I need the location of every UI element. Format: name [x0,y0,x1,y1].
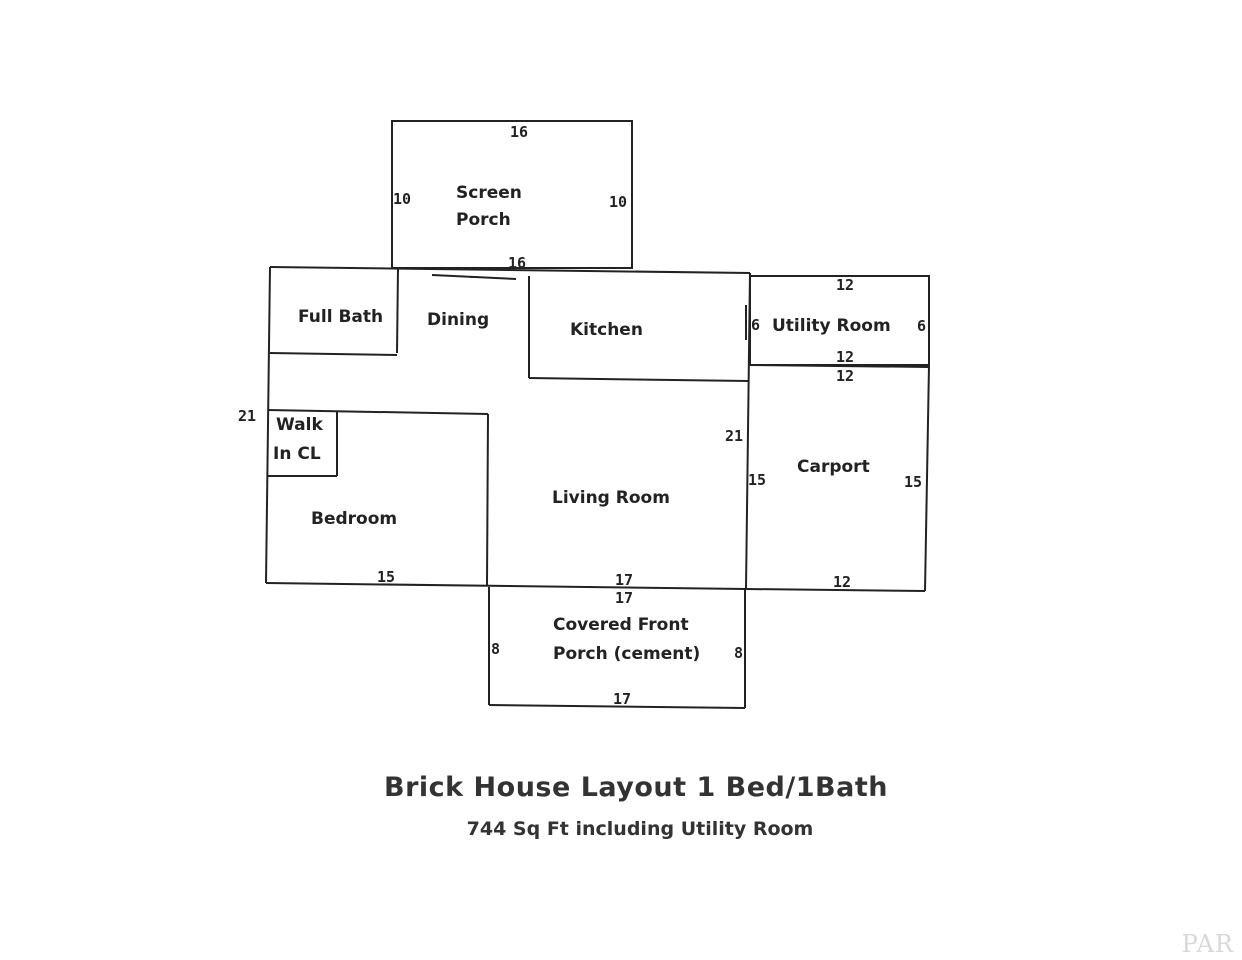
dim-house-left: 21 [238,407,256,425]
full-bath-bottom-wall [269,352,398,356]
dim-house-top: 16 [508,254,526,272]
screen-porch-label-line2: Porch [456,210,511,230]
screen-porch-outline [391,120,633,269]
house-bottom-wall [265,582,747,590]
carport-label: Carport [797,457,870,477]
dim-screen-porch-left: 10 [393,190,411,208]
dim-utility-top: 12 [836,276,854,294]
screen-porch-label-line1: Screen [456,183,522,203]
house-top-wall [269,266,751,274]
bedroom-right-wall [486,413,489,586]
utility-room-label: Utility Room [772,316,891,336]
dim-carport-top: 12 [836,367,854,385]
dim-utility-bottom: 12 [836,348,854,366]
full-bath-right-wall [396,267,399,354]
full-bath-label: Full Bath [298,307,383,327]
dim-utility-right: 6 [917,317,926,335]
layout-title: Brick House Layout 1 Bed/1Bath [384,772,888,803]
walk-in-closet-label-line1: Walk [276,415,323,435]
bedroom-label: Bedroom [311,509,397,529]
dim-screen-porch-right: 10 [609,193,627,211]
walk-in-closet-label-line2: In CL [273,444,321,464]
carport-top-wall [749,364,930,368]
carport-right-wall [924,364,930,592]
covered-front-porch-label-line1: Covered Front [553,615,689,635]
living-room-label: Living Room [552,488,670,508]
dim-house-right: 21 [725,427,743,445]
watermark-logo: PAR [1181,930,1234,958]
dim-carport-bottom: 12 [833,573,851,591]
dim-porch-right: 8 [734,644,743,662]
dim-living-bottom: 17 [615,571,633,589]
dim-porch-top: 17 [615,589,633,607]
house-left-wall [265,266,271,584]
dim-screen-porch-top: 16 [510,123,528,141]
carport-bottom-wall [745,588,926,592]
covered-front-porch-label-line2: Porch (cement) [553,644,700,664]
porch-bottom-wall [488,704,746,709]
bedroom-top-wall [267,409,489,415]
kitchen-label: Kitchen [570,320,643,340]
dim-carport-right: 15 [904,473,922,491]
dim-utility-left: 6 [751,316,760,334]
dim-porch-left: 8 [491,640,500,658]
dim-porch-bottom: 17 [613,690,631,708]
kitchen-bottom-wall [528,377,749,382]
dim-carport-left: 15 [748,471,766,489]
dim-bedroom-bottom: 15 [377,568,395,586]
dining-label: Dining [427,310,489,330]
layout-subtitle: 744 Sq Ft including Utility Room [466,818,814,840]
